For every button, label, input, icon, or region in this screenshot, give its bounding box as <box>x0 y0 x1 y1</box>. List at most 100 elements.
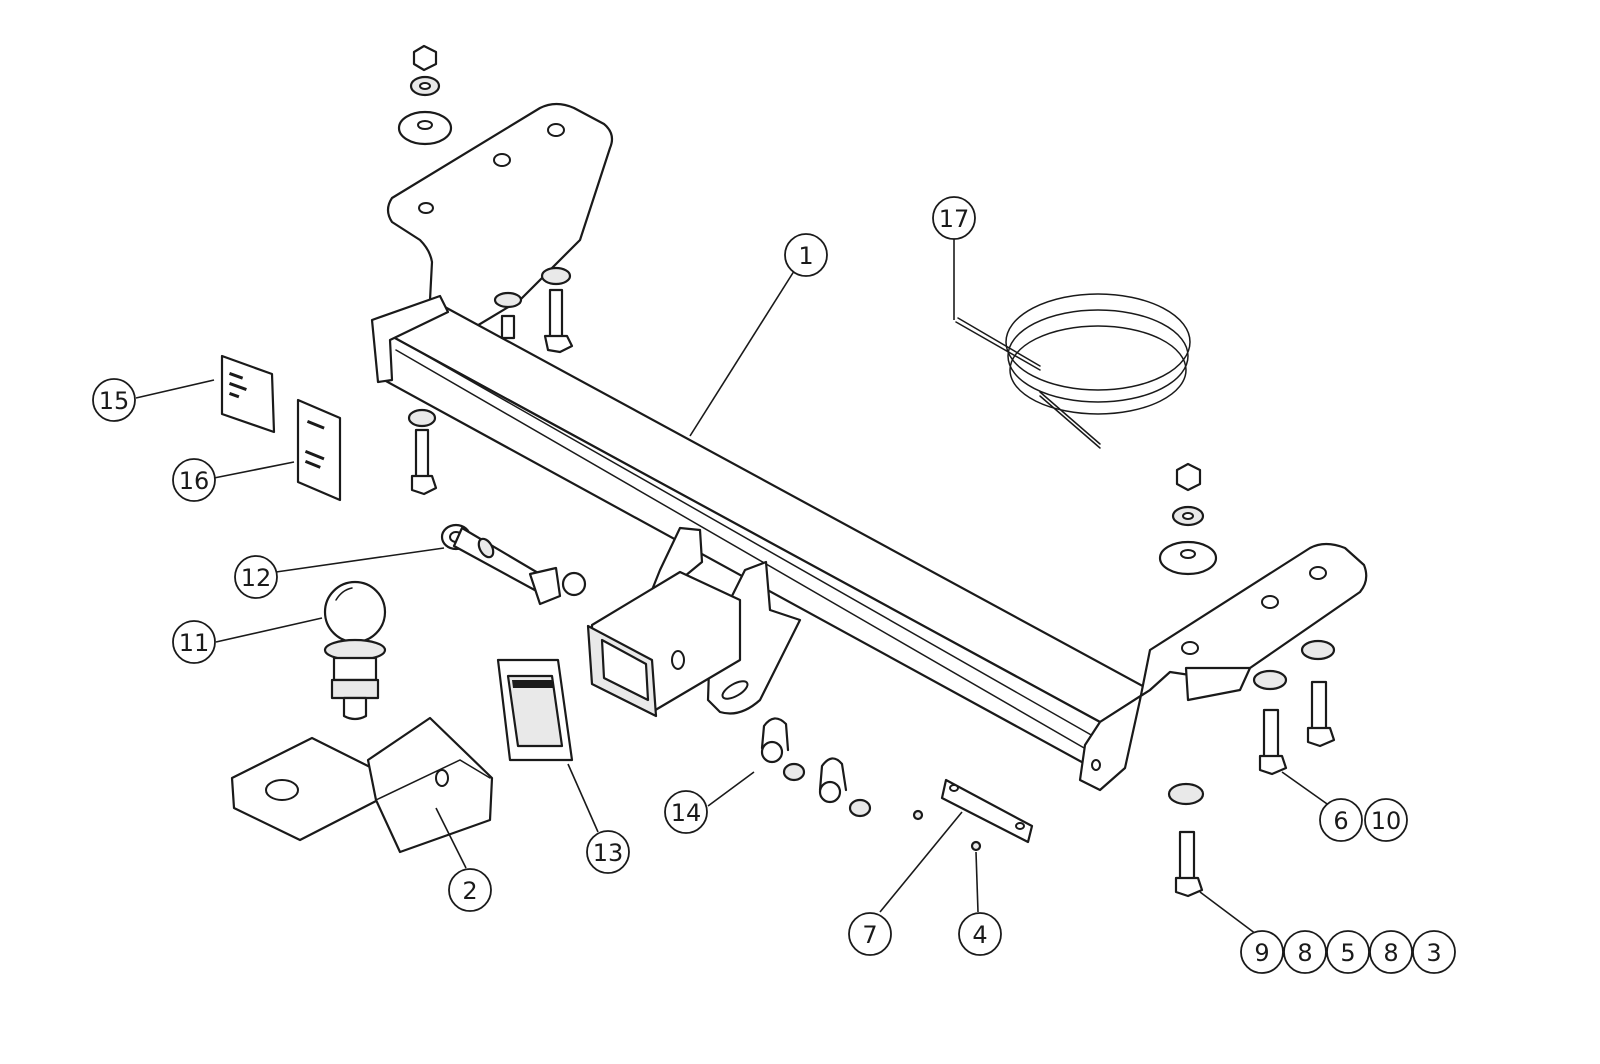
leader-lines <box>135 238 1331 935</box>
label-text-bar <box>306 420 325 430</box>
callout-label-6: 6 <box>1333 807 1348 835</box>
coil-loop <box>1005 293 1191 391</box>
nut <box>1175 462 1202 492</box>
leader-14 <box>707 771 755 807</box>
callout-8b: 8 <box>1369 930 1413 974</box>
label-text-bar <box>304 460 321 469</box>
tow-ball-neck <box>332 656 378 682</box>
callout-label-13: 13 <box>593 839 624 867</box>
ball-mount-shank <box>366 716 494 854</box>
ball-mount-tongue <box>230 736 380 842</box>
shackle-pin-head <box>782 762 806 782</box>
bracket-hole <box>418 202 434 214</box>
callout-2: 2 <box>448 868 492 912</box>
tow-ball-sphere <box>323 580 387 644</box>
ball-highlight <box>335 587 353 601</box>
receiver-cover <box>496 658 574 762</box>
label-text-bar <box>228 392 240 399</box>
washer <box>1167 782 1205 806</box>
callout-label-9: 9 <box>1254 939 1269 967</box>
cover-face <box>506 674 564 748</box>
bracket-hole <box>493 153 511 167</box>
plate-hole <box>949 784 959 792</box>
bolt-shank <box>1262 708 1280 760</box>
receiver-pin-hole <box>671 650 685 670</box>
leader-6-10 <box>1281 771 1331 807</box>
bolt-head <box>543 334 574 354</box>
warning-label-16 <box>296 398 342 502</box>
left-tube-end-plate <box>370 294 450 384</box>
callout-label-11: 11 <box>179 629 210 657</box>
leader-16 <box>213 461 295 479</box>
bracket-hole <box>1181 641 1199 655</box>
crossbar-assembly <box>370 102 1368 792</box>
mounting-plate <box>912 778 1034 852</box>
callout-5: 5 <box>1326 930 1370 974</box>
callout-14: 14 <box>664 790 708 834</box>
callout-8a: 8 <box>1283 930 1327 974</box>
bracket-hole <box>1261 595 1279 609</box>
leader-12 <box>275 547 445 573</box>
callout-9: 9 <box>1240 930 1284 974</box>
screw <box>912 809 924 821</box>
bracket-hole <box>1091 759 1101 771</box>
callout-label-12: 12 <box>241 564 272 592</box>
coil-loop <box>1007 309 1189 403</box>
bolt-shank <box>548 288 564 340</box>
plate-hole <box>1015 822 1025 830</box>
callout-3: 3 <box>1412 930 1456 974</box>
washer-hole <box>419 82 431 90</box>
callout-label-17: 17 <box>939 205 970 233</box>
shank-edge <box>375 759 491 801</box>
washer-hole <box>417 120 433 130</box>
callout-11: 11 <box>172 620 216 664</box>
bolt-shank <box>414 428 430 480</box>
callout-13: 13 <box>586 830 630 874</box>
callout-label-3: 3 <box>1426 939 1441 967</box>
bolt-head <box>410 474 438 496</box>
pin-clip <box>561 571 587 597</box>
wire-lead <box>1039 395 1101 449</box>
callout-16: 16 <box>172 458 216 502</box>
leader-13 <box>567 763 599 833</box>
cover-logo-bar <box>512 680 553 688</box>
screw <box>970 840 982 852</box>
callout-label-15: 15 <box>99 387 130 415</box>
bolt-head <box>1174 876 1204 898</box>
left-bracket-bolts <box>407 266 574 496</box>
callout-label-5: 5 <box>1340 939 1355 967</box>
left-top-fastener-stack <box>397 44 453 146</box>
bolt-head <box>1258 754 1288 776</box>
receiver-opening <box>600 638 650 702</box>
washer-hole <box>1182 512 1194 520</box>
washer <box>407 408 437 428</box>
leader-15 <box>135 379 215 399</box>
hitch-pin <box>440 523 587 606</box>
wire-lead-highlight <box>1039 391 1101 445</box>
label-text-bar <box>304 449 325 461</box>
callout-label-8a: 8 <box>1297 939 1312 967</box>
ball-mount <box>230 716 494 854</box>
callout-label-16: 16 <box>179 467 210 495</box>
label-text-bar <box>228 371 244 380</box>
tow-ball <box>323 580 387 721</box>
bracket-hole <box>547 123 565 137</box>
shackles <box>760 717 872 818</box>
right-bracket-stiffener <box>1184 666 1252 702</box>
leader-9-8-5-8-3 <box>1199 891 1257 935</box>
bracket-hole <box>1309 566 1327 580</box>
tow-ball-thread <box>342 696 368 721</box>
bolt-shank <box>1310 680 1328 732</box>
bolt-head <box>1306 726 1336 748</box>
shackle-eye <box>760 740 784 764</box>
callout-label-7: 7 <box>862 921 877 949</box>
shackle-eye <box>818 780 842 804</box>
callouts: 1 2 4 6 7 10 11 12 <box>92 196 1456 974</box>
callout-4: 4 <box>958 912 1002 956</box>
tube-edge-line <box>395 349 1099 757</box>
pin-collar <box>477 537 495 559</box>
callout-15: 15 <box>92 378 136 422</box>
callout-label-4: 4 <box>972 921 987 949</box>
callout-label-14: 14 <box>671 799 702 827</box>
